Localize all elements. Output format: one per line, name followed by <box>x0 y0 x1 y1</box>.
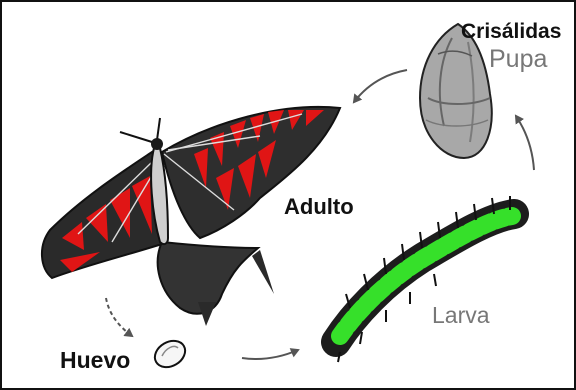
adult-label: Adulto <box>284 196 354 218</box>
cycle-arrow-icon <box>354 70 407 102</box>
pupa-label: Pupa <box>489 47 547 72</box>
pupa-label-spanish: Crisálidas <box>461 21 561 42</box>
larva-label: Larva <box>432 304 490 327</box>
cycle-arrow-icon <box>106 298 132 336</box>
caterpillar-icon <box>336 196 514 362</box>
cycle-arrow-icon <box>516 116 534 170</box>
egg-label: Huevo <box>60 349 130 372</box>
egg-icon <box>150 336 190 373</box>
cycle-arrow-icon <box>242 350 298 359</box>
chrysalis-icon <box>420 24 492 158</box>
